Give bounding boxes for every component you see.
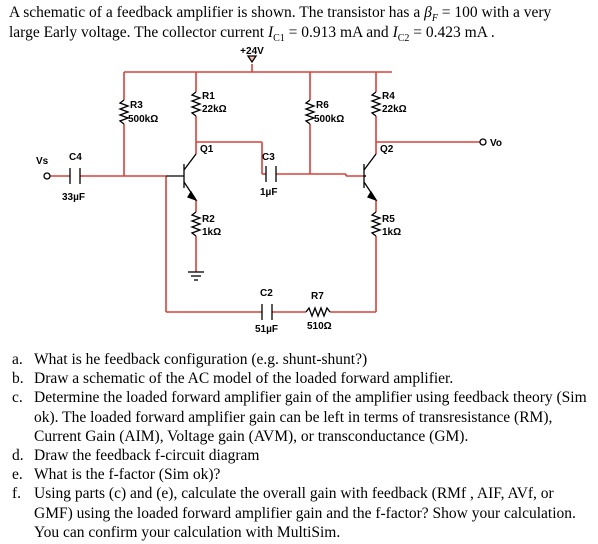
question-e: e. What is the f-factor (Sim ok)? (12, 465, 594, 484)
question-letter: a. (12, 351, 23, 368)
q2-transistor-icon (363, 153, 378, 202)
c4-capacitor-icon (69, 168, 81, 184)
beta-subscript: F (431, 13, 438, 25)
intro-text-1a: A schematic of a feedback amplifier is s… (9, 4, 425, 21)
question-text: Using parts (c) and (e), calculate the o… (34, 485, 576, 541)
c3-value: 1µF (260, 187, 277, 198)
r6-resistor-icon (304, 99, 316, 125)
c2-name: C2 (260, 288, 273, 299)
ic2-symbol: I (392, 24, 398, 41)
ground-icon (188, 271, 204, 281)
ic2-subscript: C2 (397, 33, 410, 45)
beta-symbol: β (424, 4, 432, 21)
question-letter: d. (12, 447, 24, 465)
q1-name: Q1 (200, 144, 214, 155)
intro-text-2a: large Early voltage. The collector curre… (9, 24, 268, 41)
r5-name: R5 (382, 214, 395, 225)
r5-value: 1kΩ (382, 227, 401, 238)
supply-terminal-icon (246, 55, 258, 64)
question-a: a. What is he feedback configuration (e.g… (12, 350, 594, 369)
schematic-wires (50, 64, 480, 313)
question-letter: b. (12, 370, 24, 388)
r5-resistor-icon (370, 211, 382, 237)
r3-value: 500kΩ (128, 114, 158, 125)
supply-label: +24V (240, 46, 264, 57)
r2-resistor-icon (190, 211, 202, 237)
r7-resistor-icon (305, 306, 331, 318)
r6-value: 500kΩ (314, 114, 344, 125)
c2-capacitor-icon (261, 304, 273, 320)
r6-name: R6 (316, 100, 329, 111)
ic1-value: = 0.913 mA and (284, 24, 393, 41)
output-terminal-icon (479, 138, 487, 146)
question-text: What is he feedback configuration (e.g. … (34, 351, 368, 368)
r4-value: 22kΩ (382, 104, 407, 115)
r4-name: R4 (382, 91, 395, 102)
question-c: c. Determine the loaded forward amplifier… (12, 388, 594, 446)
ic2-value: = 0.423 mA . (409, 24, 495, 41)
c2-value: 51µF (255, 324, 278, 335)
c4-value: 33µF (62, 192, 85, 203)
question-text: Draw a schematic of the AC model of the … (34, 370, 454, 388)
ic1-subscript: C1 (273, 33, 285, 45)
problem-intro: A schematic of a feedback amplifier is s… (9, 3, 594, 45)
r3-name: R3 (130, 100, 143, 111)
intro-line-2: large Early voltage. The collector curre… (9, 23, 594, 45)
question-b: b. Draw a schematic of the AC model of th… (12, 369, 594, 388)
input-terminal-icon (43, 172, 51, 180)
c3-name: C3 (262, 152, 275, 163)
output-label: Vo (490, 138, 502, 149)
r2-value: 1kΩ (202, 227, 221, 238)
c4-name: C4 (69, 152, 82, 163)
intro-text-1b: = 100 with a very (437, 4, 552, 21)
r4-resistor-icon (370, 91, 382, 117)
r1-name: R1 (202, 91, 215, 102)
question-letter: e. (12, 466, 23, 484)
r2-name: R2 (202, 214, 215, 225)
r1-resistor-icon (190, 91, 202, 117)
question-d: d. Draw the feedback f-circuit diagram (12, 446, 594, 465)
r1-value: 22kΩ (202, 104, 227, 115)
r7-name: R7 (311, 291, 324, 302)
q1-transistor-icon (166, 153, 198, 202)
question-text: What is the f-factor (Sim ok)? (34, 466, 221, 484)
question-letter: c. (12, 389, 23, 407)
input-label: Vs (36, 156, 49, 167)
question-f: f. Using parts (c) and (e), calculate the… (12, 484, 594, 542)
ic1-symbol: I (267, 24, 274, 41)
q2-name: Q2 (380, 144, 394, 155)
question-text: Draw the feedback f-circuit diagram (34, 447, 260, 465)
question-list: a. What is he feedback configuration (e.g… (12, 350, 594, 542)
question-letter: f. (12, 485, 22, 503)
intro-line-1: A schematic of a feedback amplifier is s… (9, 3, 594, 25)
c3-capacitor-icon (265, 166, 277, 182)
schematic-symbols (43, 55, 487, 320)
amplifier-schematic: +24V Vs Vo R3 500kΩ R1 22kΩ R6 500kΩ R4 … (36, 46, 502, 335)
r3-resistor-icon (118, 99, 130, 125)
question-text: Determine the loaded forward amplifier g… (34, 389, 587, 445)
r7-value: 510Ω (307, 321, 332, 332)
